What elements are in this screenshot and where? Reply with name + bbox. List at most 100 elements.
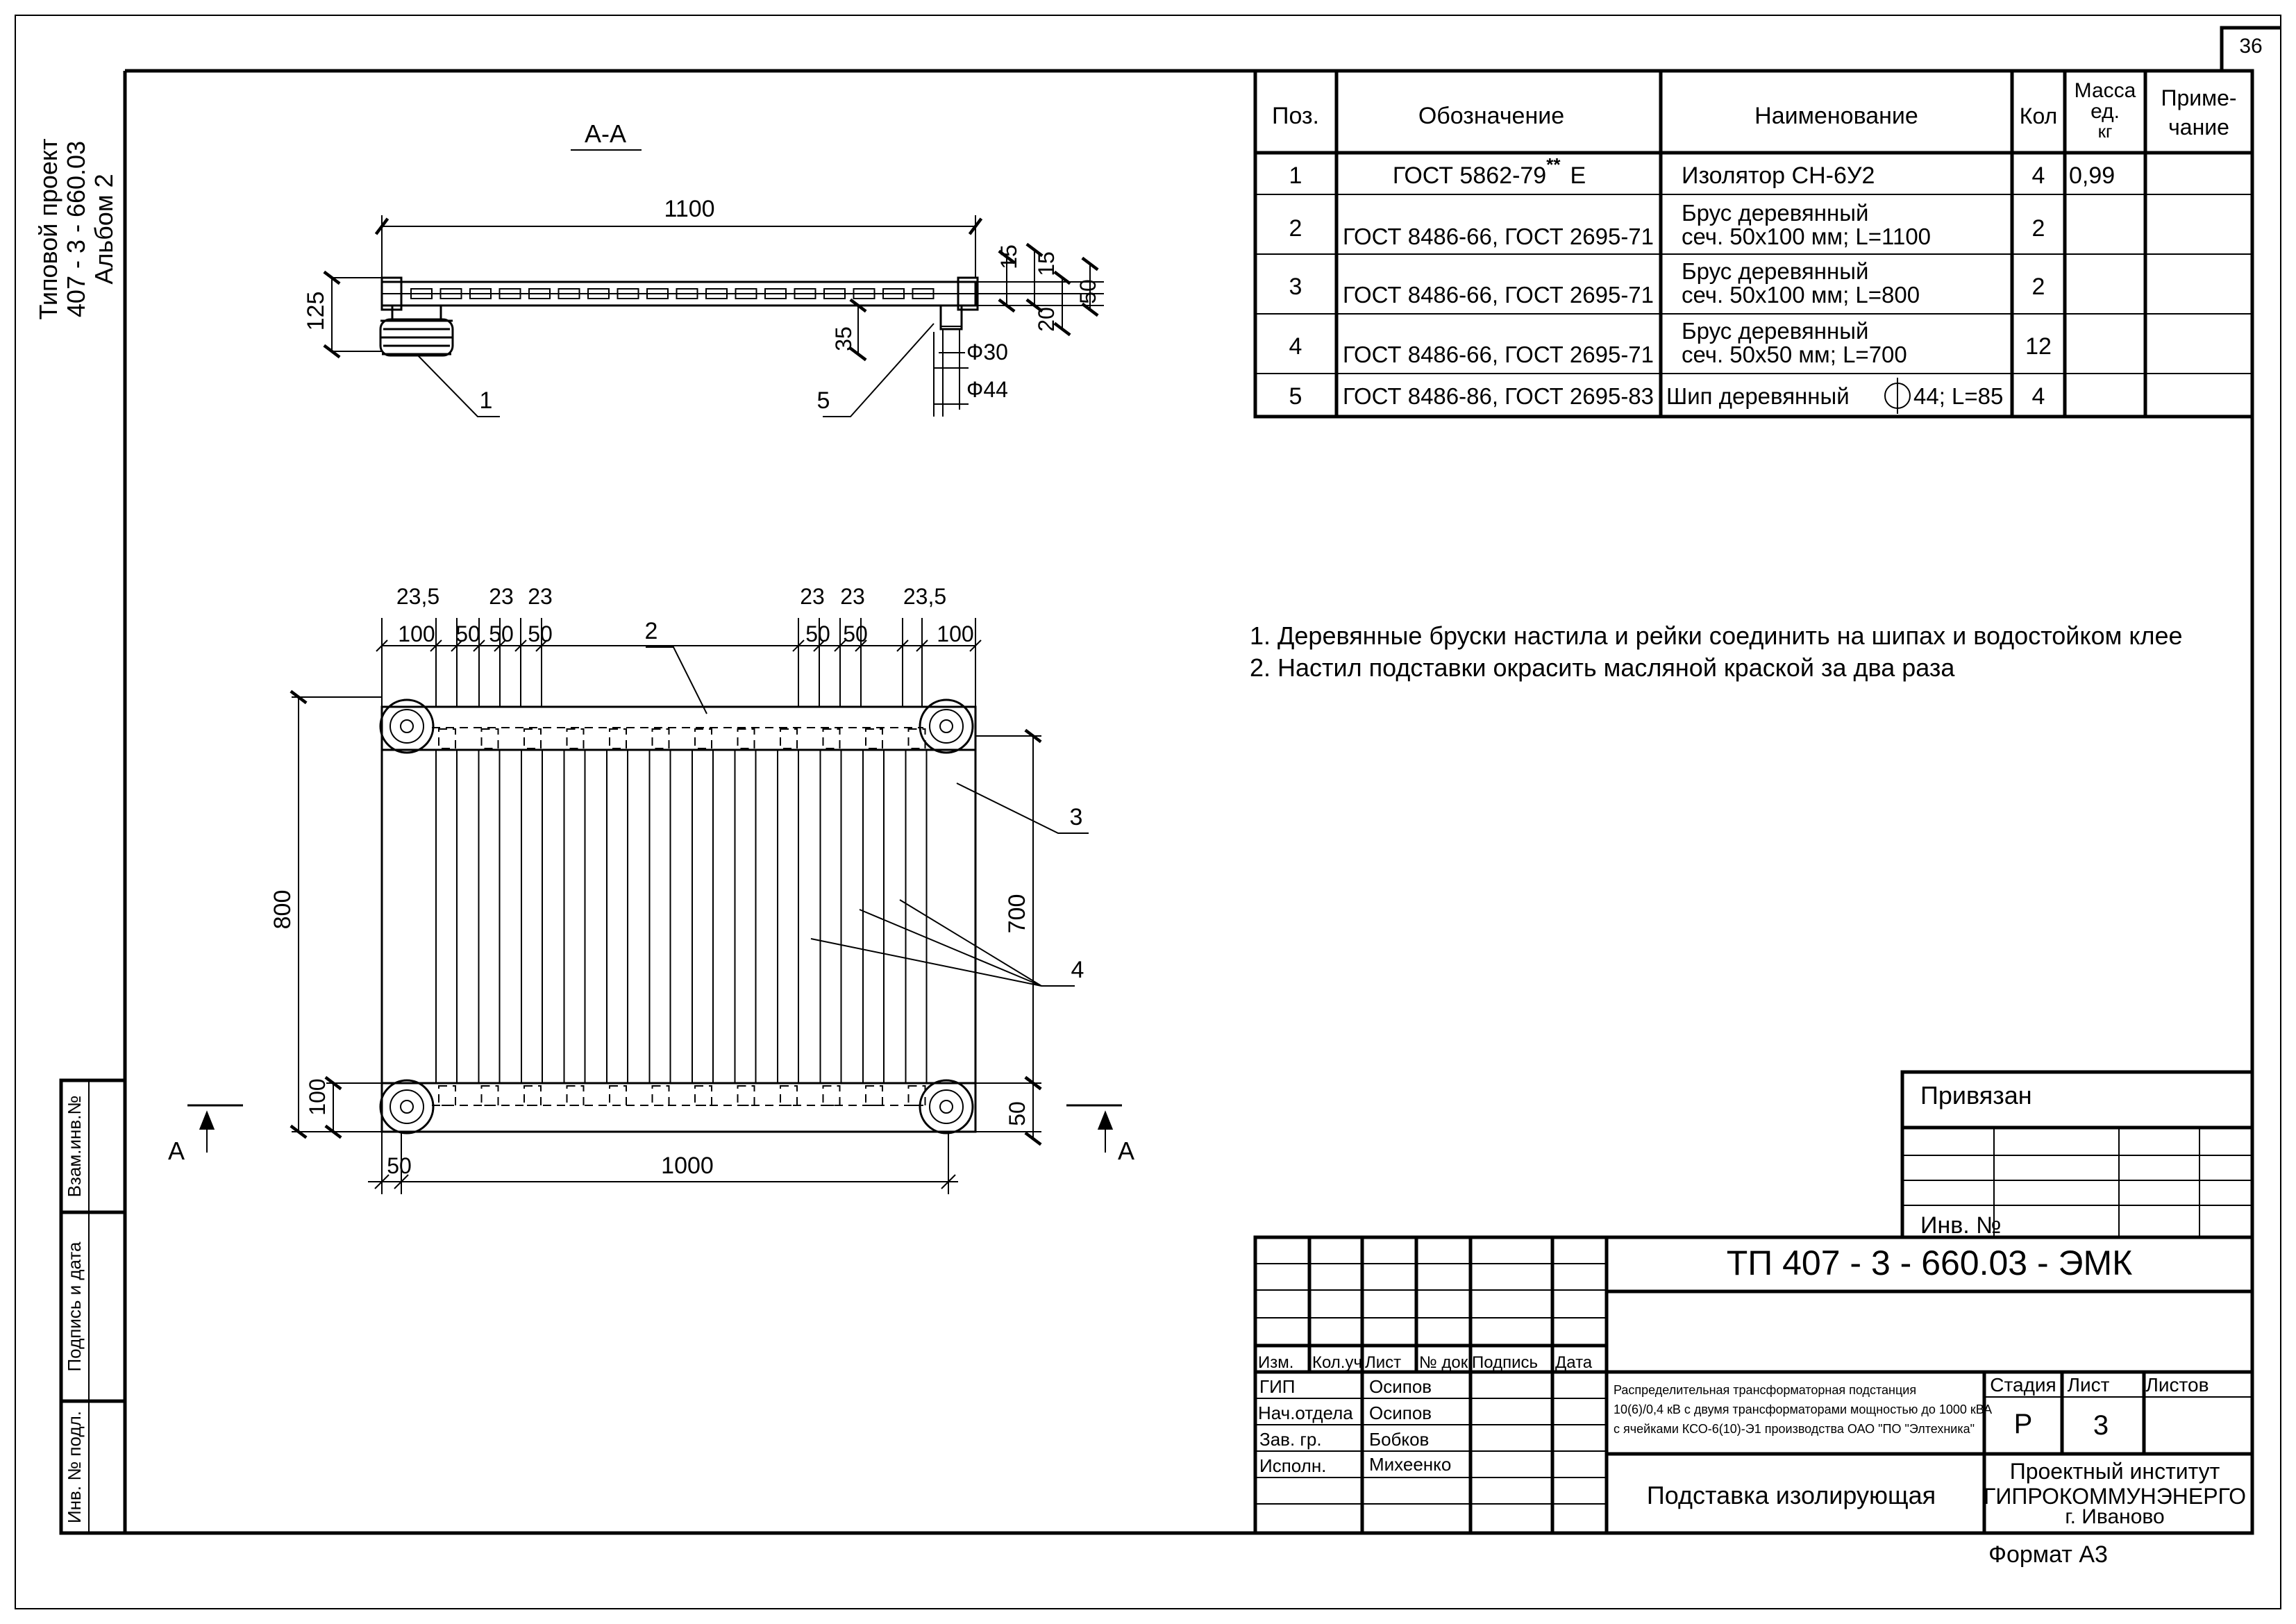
spec-row-pos: 5	[1289, 383, 1302, 410]
stage-label: Стадия	[1990, 1374, 2056, 1396]
format-label: Формат А3	[1988, 1541, 2108, 1568]
col-kolu: Кол.уч	[1312, 1353, 1362, 1372]
side-stamp: Взам.инв.№ Подпись и дата Инв. № подл.	[59, 1078, 127, 1535]
corner-insulator-icon	[919, 698, 974, 754]
spec-row-designation: ГОСТ 8486-66, ГОСТ 2695-71	[1343, 342, 1654, 367]
role-ispoln: Исполн.	[1259, 1455, 1326, 1476]
sheets-label: Листов	[2146, 1374, 2209, 1396]
spec-designation-suffix: Е	[1570, 162, 1586, 189]
role-gip: ГИП	[1259, 1376, 1295, 1397]
dim-23d: 23	[840, 584, 865, 609]
spec-row-pos: 4	[1289, 333, 1302, 360]
deck-slot	[646, 288, 669, 299]
section-view: А-А 1100 125	[303, 119, 1104, 417]
spec-row-name: Изолятор СН-6У2	[1682, 162, 1875, 189]
hidden-dowel	[865, 728, 883, 749]
stage-value: Р	[2014, 1409, 2033, 1439]
sheet-value: 3	[2093, 1410, 2109, 1441]
spec-header-mass-unit1: ед.	[2090, 100, 2120, 123]
hidden-dowel	[694, 728, 712, 749]
dim-50a: 50	[455, 621, 480, 646]
stamp-inv: Инв. № подл.	[64, 1411, 85, 1523]
top-beam	[380, 705, 977, 751]
spec-row-name: Брус деревянный	[1682, 200, 1868, 226]
insulator-core	[939, 1100, 953, 1114]
deck-slot	[587, 288, 610, 299]
col-data: Дата	[1555, 1353, 1593, 1372]
leader-line-4	[810, 899, 1075, 987]
title-block-frame	[1253, 1235, 2254, 1535]
deck-slot	[823, 288, 846, 299]
hidden-dowel	[822, 1085, 841, 1106]
hidden-dowel	[694, 1085, 712, 1106]
corner-insulator-icon	[379, 698, 435, 754]
leader-2: 2	[645, 618, 658, 644]
deck-slot	[705, 288, 728, 299]
spec-designation-sup: **	[1546, 154, 1561, 175]
diameter-icon	[1884, 378, 1911, 414]
insulator-ribs	[380, 319, 453, 355]
leader-3: 3	[1070, 804, 1083, 830]
insulator-mid	[929, 1089, 964, 1124]
leader-4: 4	[1071, 957, 1084, 983]
insulator-core	[400, 1100, 414, 1114]
col-list: Лист	[1365, 1353, 1401, 1372]
dim-50-bottom-right: 50	[1005, 1101, 1030, 1126]
side-stamp-frame	[59, 1078, 127, 1535]
spec-row-designation: ГОСТ 8486-66, ГОСТ 2695-71	[1343, 282, 1654, 308]
section-title: А-А	[585, 119, 626, 148]
spec-row-pos: 3	[1289, 274, 1302, 300]
spec-designation-main: ГОСТ 5862-79	[1393, 162, 1546, 189]
leader-line-1	[416, 353, 500, 417]
hidden-dowel	[651, 728, 670, 749]
dim-50d: 50	[805, 621, 830, 646]
dim-100-bottom: 100	[305, 1078, 330, 1115]
insulator-mid	[389, 1089, 424, 1124]
frame-top	[125, 26, 2281, 73]
spec-row-qty: 4	[2032, 383, 2045, 410]
insulator-outer	[379, 698, 435, 754]
insulator-outer	[379, 1079, 435, 1135]
hidden-dowel	[737, 1085, 755, 1106]
deck-slot	[617, 288, 639, 299]
deck-slot	[558, 288, 580, 299]
name-nach: Осипов	[1369, 1403, 1432, 1423]
project-line3: Альбом 2	[90, 174, 118, 284]
spec-header-name: Наименование	[1754, 103, 1918, 129]
spec-row-name: Брус деревянный	[1682, 318, 1868, 344]
name-gip: Осипов	[1369, 1376, 1432, 1397]
insulator-outer	[919, 1079, 974, 1135]
spec-row-name-dia: 44; L=85	[1913, 383, 2003, 409]
leader-1: 1	[480, 387, 493, 414]
insulator-body	[379, 318, 454, 357]
hidden-dowel	[438, 728, 456, 749]
dim-tick	[941, 1174, 956, 1189]
spec-row-qty: 4	[2032, 162, 2045, 189]
hidden-dowel	[609, 728, 627, 749]
leader-5: 5	[817, 387, 830, 414]
dim-23-5-right: 23,5	[903, 584, 946, 609]
hidden-dowel	[737, 728, 755, 749]
title-block: Изм. Кол.уч Лист № док. Подпись Дата ГИП…	[1253, 1235, 2254, 1535]
spec-row-mass: 0,99	[2069, 162, 2115, 189]
deck-slot	[735, 288, 757, 299]
corner-insulator-icon	[919, 1079, 974, 1135]
spec-row-name: Брус деревянный	[1682, 258, 1868, 284]
hidden-dowel	[523, 1085, 542, 1106]
spec-header-mass-unit2: кг	[2098, 121, 2113, 142]
spec-row-designation: ГОСТ 8486-86, ГОСТ 2695-83	[1343, 383, 1654, 409]
hidden-dowel	[907, 1085, 926, 1106]
dim-35: 35	[831, 326, 856, 351]
hidden-dowel	[651, 1085, 670, 1106]
hidden-dowel	[780, 728, 798, 749]
stamp-podpis: Подпись и дата	[64, 1241, 85, 1372]
dim-23b: 23	[528, 584, 553, 609]
dim-700: 700	[1004, 894, 1030, 934]
dim-800: 800	[269, 890, 296, 930]
deck-slot	[764, 288, 787, 299]
desc-line2: 10(6)/0,4 кВ с двумя трансформаторами мо…	[1614, 1403, 1992, 1416]
spec-row-qty: 2	[2032, 274, 2045, 300]
hidden-dowel	[780, 1085, 798, 1106]
sheet-label: Лист	[2068, 1374, 2110, 1396]
